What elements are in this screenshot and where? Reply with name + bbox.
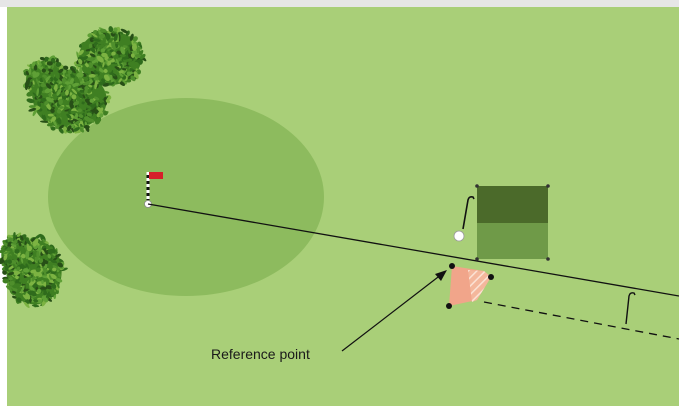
reference-zone — [446, 263, 494, 309]
reference-arrowhead — [435, 270, 447, 281]
golf-club-icon — [625, 292, 636, 325]
offset-dashed-line — [483, 301, 679, 340]
top-band — [0, 0, 679, 7]
hitting-mat — [475, 184, 550, 261]
reference-point-label: Reference point — [211, 346, 310, 362]
golf-club-icon — [462, 196, 475, 230]
putting-green — [48, 98, 324, 296]
target-line — [147, 203, 679, 297]
golf-ball-icon — [453, 230, 465, 242]
tree-cluster-icon — [22, 26, 147, 134]
reference-pointer — [341, 273, 443, 352]
flag-pin-icon — [144, 172, 163, 208]
tree-cluster-icon — [0, 232, 68, 308]
